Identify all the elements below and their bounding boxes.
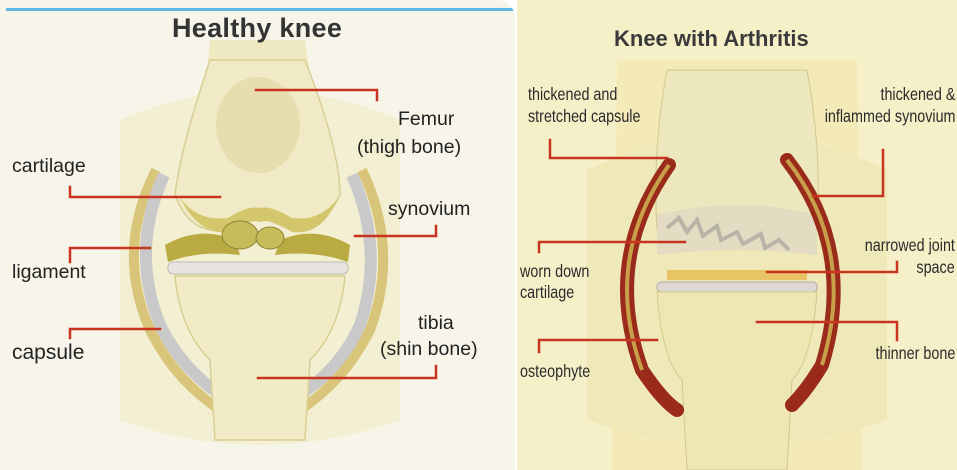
label-space-line1: narrowed joint: [865, 236, 955, 255]
label-synovium: synovium: [388, 199, 470, 220]
label-capsule-line1: thickened and: [528, 85, 617, 104]
label-osteophyte: osteophyte: [520, 362, 590, 381]
label-tibia: tibia: [418, 313, 454, 334]
healthy-knee-illustration: [0, 0, 515, 470]
label-cartilage: cartilage: [12, 156, 86, 177]
label-tibia-sub: (shin bone): [380, 339, 478, 360]
label-space-line2: space: [917, 258, 955, 277]
label-ligament: ligament: [12, 262, 86, 283]
healthy-knee-title: Healthy knee: [172, 13, 342, 44]
label-capsule: capsule: [12, 342, 84, 365]
label-synovium-line2: inflammed synovium: [824, 107, 955, 126]
healthy-knee-panel: Healthy knee cartilage ligament capsule …: [0, 0, 515, 470]
label-thinner-bone: thinner bone: [875, 344, 955, 363]
label-synovium-line1: thickened &: [880, 85, 955, 104]
label-femur-sub: (thigh bone): [357, 137, 461, 158]
arthritis-knee-title: Knee with Arthritis: [614, 26, 809, 52]
label-cartilage-line1: worn down: [520, 262, 589, 281]
label-femur: Femur: [398, 109, 454, 130]
label-capsule-line2: stretched capsule: [528, 107, 640, 126]
label-cartilage-line2: cartilage: [520, 283, 574, 302]
